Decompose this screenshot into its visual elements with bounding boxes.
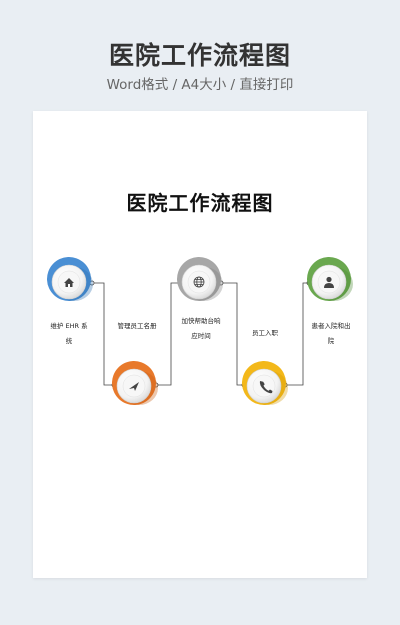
step-label-3-line2: 应时间 bbox=[191, 332, 211, 340]
step-label-2-line1: 管理员工名册 bbox=[117, 322, 157, 330]
connector-2-3 bbox=[156, 282, 180, 386]
step-node-1 bbox=[47, 257, 93, 301]
step-node-5 bbox=[307, 257, 353, 301]
step-label-5: 患者入院和出 院 bbox=[303, 319, 359, 349]
connector-lines bbox=[92, 282, 309, 386]
step-label-5-line2: 院 bbox=[327, 337, 335, 345]
header-subtitle: Word格式 / A4大小 / 直接打印 bbox=[106, 77, 294, 93]
send-icon bbox=[129, 382, 139, 391]
connector-4-5 bbox=[285, 282, 309, 386]
step-node-4 bbox=[242, 361, 288, 405]
phone-icon bbox=[259, 381, 273, 394]
step-label-2: 管理员工名册 bbox=[109, 319, 165, 334]
home-icon bbox=[64, 278, 74, 287]
step-node-3 bbox=[177, 257, 223, 301]
step-label-4: 员工入职 bbox=[237, 326, 293, 341]
step-label-5-line1: 患者入院和出 bbox=[311, 322, 351, 330]
step-label-1-line1: 维护 EHR 系 bbox=[50, 322, 88, 330]
step-label-1-line2: 统 bbox=[65, 337, 73, 345]
user-icon bbox=[324, 276, 334, 288]
connector-3-4 bbox=[221, 282, 244, 386]
connector-1-2 bbox=[92, 282, 114, 386]
step-label-1: 维护 EHR 系 统 bbox=[41, 319, 97, 349]
header-title: 医院工作流程图 bbox=[108, 41, 291, 70]
step-label-4-line1: 员工入职 bbox=[252, 329, 278, 337]
step-label-3: 加快帮助台响 应时间 bbox=[173, 314, 229, 344]
document-page: 医院工作流程图 bbox=[33, 111, 367, 578]
globe-icon bbox=[193, 276, 205, 288]
step-node-2 bbox=[112, 361, 158, 405]
document-title: 医院工作流程图 bbox=[126, 191, 274, 215]
step-label-3-line1: 加快帮助台响 bbox=[181, 317, 221, 325]
flow-diagram bbox=[47, 257, 353, 405]
